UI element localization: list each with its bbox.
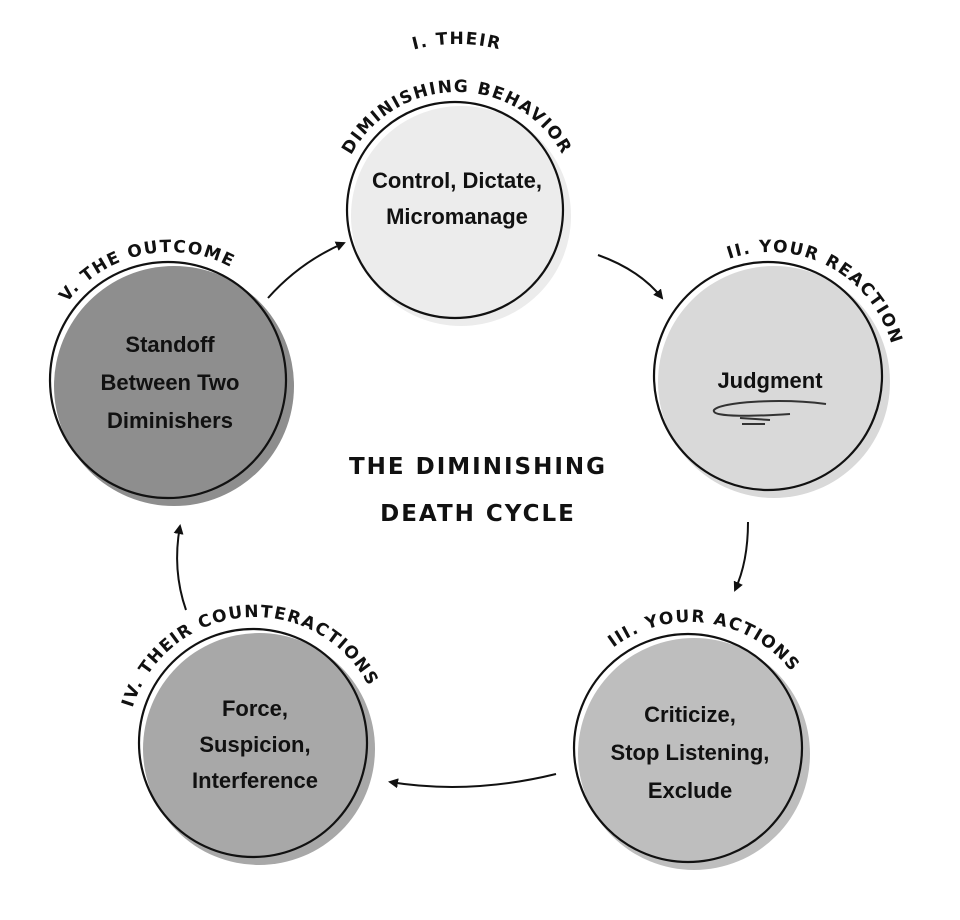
stage-body-text: Stop Listening,: [611, 740, 770, 765]
scribble-underline-icon: [713, 400, 827, 425]
stage-body-text: Between Two: [101, 370, 240, 395]
diagram-title-line2: DEATH CYCLE: [380, 501, 576, 527]
stage-circle-outline: [48, 260, 288, 500]
stage-circle-outline: [572, 632, 804, 864]
diagram-title-line1: THE DIMINISHING: [349, 454, 607, 480]
arrow-iii-to-iv: [388, 773, 557, 789]
stage-body-text: Criticize,: [644, 702, 736, 727]
arrow-v-to-i: [267, 241, 346, 299]
arrow-iv-to-v: [173, 524, 187, 611]
stage-label: I. THEIR: [410, 29, 503, 55]
stage-body-text: Standoff: [125, 332, 215, 357]
stage-body-text: Diminishers: [107, 408, 233, 433]
stage-circle-fill: [351, 106, 571, 326]
stage-body-text: Interference: [192, 768, 318, 793]
stage-circle-outline: [345, 100, 565, 320]
stage-circle-outline: [137, 627, 369, 859]
stage-circle-fill: [143, 633, 375, 865]
arrow-i-to-ii: [597, 254, 664, 300]
stage-circle-fill: [578, 638, 810, 870]
stage-circle-outline: [652, 260, 884, 492]
stage-body-text: Control, Dictate,: [372, 168, 542, 193]
stage-body-text: Judgment: [717, 368, 823, 393]
cycle-arrows: [173, 241, 749, 789]
stage-iv: IV. THEIR COUNTERACTIONSForce,Suspicion,…: [118, 602, 381, 865]
stage-body-text: Micromanage: [386, 204, 528, 229]
stage-circle-fill: [54, 266, 294, 506]
stage-body-text: Suspicion,: [199, 732, 310, 757]
arrow-ii-to-iii: [733, 521, 749, 592]
stage-circle-fill: [658, 266, 890, 498]
stage-body-text: Force,: [222, 696, 288, 721]
stage-body-text: Exclude: [648, 778, 732, 803]
